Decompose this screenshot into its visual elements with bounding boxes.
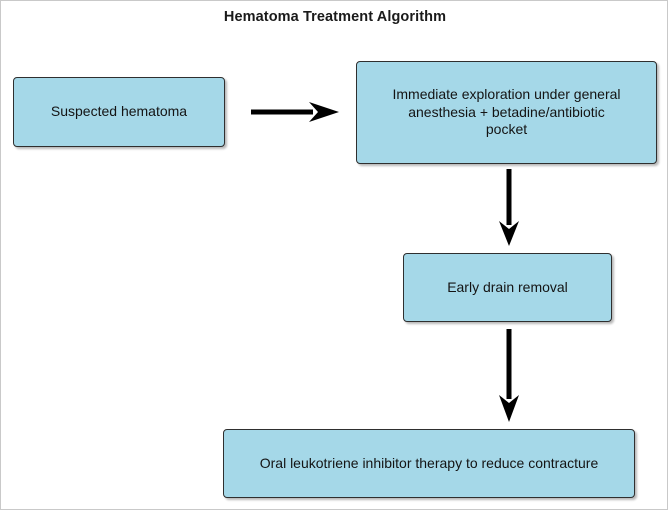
flow-node-label: Immediate exploration under general anes…	[392, 85, 621, 138]
arrow-down-icon	[499, 169, 519, 246]
flow-node-label: Early drain removal	[447, 278, 568, 295]
flow-node-early-drain-removal[interactable]: Early drain removal	[403, 253, 612, 322]
page-title: Hematoma Treatment Algorithm	[223, 9, 447, 25]
flow-node-suspected-hematoma[interactable]: Suspected hematoma	[13, 77, 225, 147]
flow-node-label: Suspected hematoma	[50, 103, 188, 120]
arrow-down-icon	[499, 329, 519, 422]
flow-node-immediate-exploration[interactable]: Immediate exploration under general anes…	[356, 61, 657, 164]
arrow-right-icon	[251, 102, 339, 122]
flow-node-label: Oral leukotriene inhibitor therapy to re…	[259, 454, 599, 471]
flow-node-oral-leukotriene[interactable]: Oral leukotriene inhibitor therapy to re…	[223, 429, 635, 498]
